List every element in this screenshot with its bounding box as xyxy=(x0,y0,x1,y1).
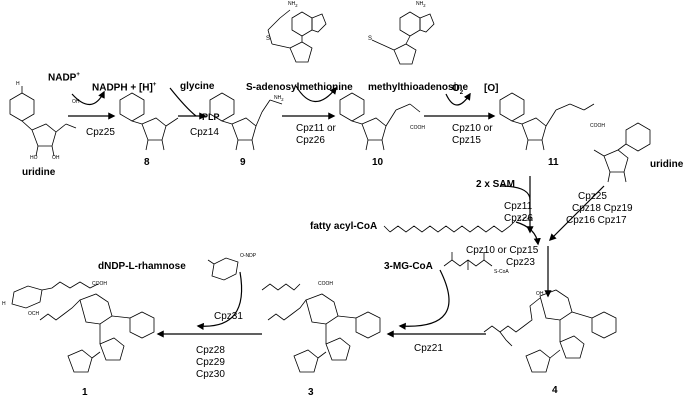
atom-scoa-mg: S-CoA xyxy=(494,269,509,275)
compound-9-structure xyxy=(209,92,283,151)
compound-1-structure xyxy=(11,281,155,373)
atom-oh-uridine: OH xyxy=(72,99,80,105)
two-sam-label: 2 x SAM xyxy=(476,179,515,190)
enzyme-cpz14: Cpz14 xyxy=(190,127,219,138)
compound-9-label: 9 xyxy=(240,157,246,168)
compound-3-label: 3 xyxy=(308,387,314,398)
plp-label: PLP xyxy=(202,112,220,122)
atom-cooh-3: COOH xyxy=(318,281,333,287)
enzyme-cpz31: Cpz31 xyxy=(214,311,243,322)
atom-cooh-11: COOH xyxy=(590,123,605,129)
oxygen-label: [O] xyxy=(484,83,499,94)
enzyme-cpz18-19: Cpz18 Cpz19 xyxy=(572,203,633,214)
enzyme-cpz10-or: Cpz10 or xyxy=(452,123,493,134)
o2-label: O2 xyxy=(452,83,464,97)
nadp-label: NADP+ xyxy=(48,72,80,84)
atom-nh2-9: NH2 xyxy=(274,95,284,102)
fatty-acyl-coa-label: fatty acyl-CoA xyxy=(310,221,378,232)
compound-8-label: 8 xyxy=(144,157,150,168)
enzyme-cpz10-cpz15: Cpz10 or Cpz15 xyxy=(466,245,539,256)
atom-h3co-1: H xyxy=(2,301,6,307)
atom-cooh-1: COOH xyxy=(92,281,107,287)
mg-coa-label: 3-MG-CoA xyxy=(384,261,433,272)
compound-8-structure xyxy=(119,92,179,151)
enzyme-cpz16-17: Cpz16 Cpz17 xyxy=(566,215,627,226)
enzyme-cpz15: Cpz15 xyxy=(452,135,481,146)
enzyme-cpz23: Cpz23 xyxy=(506,257,535,268)
enzyme-cpz11-or: Cpz11 or xyxy=(296,123,336,134)
atom-s-mta: S xyxy=(368,36,373,42)
atom-cooh-10: COOH xyxy=(410,125,425,131)
compound-10-label: 10 xyxy=(372,157,384,168)
mg-coa-structure xyxy=(443,252,493,270)
compound-4-structure xyxy=(483,289,617,373)
mta-structure xyxy=(371,11,435,65)
compound-11-label: 11 xyxy=(548,157,559,168)
uridine-structure xyxy=(9,86,77,157)
atom-nh-uridine: H xyxy=(16,81,20,87)
atom-oh-4: OH xyxy=(536,291,544,297)
uridine-right-label: uridine xyxy=(650,159,684,170)
enzyme-cpz21: Cpz21 xyxy=(414,343,443,354)
enzyme-cpz25: Cpz25 xyxy=(86,127,115,138)
nadph-label: NADPH + [H]+ xyxy=(92,82,157,94)
atom-s-sam: S xyxy=(266,36,271,42)
glycine-label: glycine xyxy=(180,81,215,92)
uridine-right-structure xyxy=(593,122,651,183)
atom-ho-uridine: HO xyxy=(30,155,38,161)
mta-label: methylthioadenosine xyxy=(368,82,469,93)
enzyme-cpz29: Cpz29 xyxy=(196,357,225,368)
enzyme-cpz28: Cpz28 xyxy=(196,345,225,356)
atom-och3-1: OCH xyxy=(28,311,40,317)
enzyme-cpz11-b: Cpz11 xyxy=(504,201,533,212)
enzyme-cpz25-b: Cpz25 xyxy=(578,191,607,202)
atom-nh2-mta: NH2 xyxy=(416,1,426,8)
sam-label: S-adenosylmethionine xyxy=(246,82,353,93)
atom-nh2-sam: NH2 xyxy=(288,1,298,8)
enzyme-cpz26: Cpz26 xyxy=(296,135,325,146)
compound-11-structure xyxy=(499,92,595,151)
enzyme-cpz26-b: Cpz26 xyxy=(504,213,533,224)
atom-ndp: O-NDP xyxy=(240,253,257,259)
reaction-arrows xyxy=(68,85,605,338)
compound-1-label: 1 xyxy=(82,387,88,398)
compound-uridine-label: uridine xyxy=(22,167,56,178)
dndp-rhamnose-label: dNDP-L-rhamnose xyxy=(98,261,186,272)
enzyme-cpz30: Cpz30 xyxy=(196,369,225,380)
rhamnose-structure xyxy=(207,257,239,281)
fatty-acyl-chain xyxy=(383,219,517,233)
compound-10-structure xyxy=(339,92,421,151)
atom-oh2-uridine: OH xyxy=(52,155,60,161)
sam-structure xyxy=(267,9,327,63)
atom-scoa-fatty: S-CoA xyxy=(518,217,533,223)
compound-3-structure xyxy=(261,283,381,373)
compound-4-label: 4 xyxy=(552,385,558,396)
